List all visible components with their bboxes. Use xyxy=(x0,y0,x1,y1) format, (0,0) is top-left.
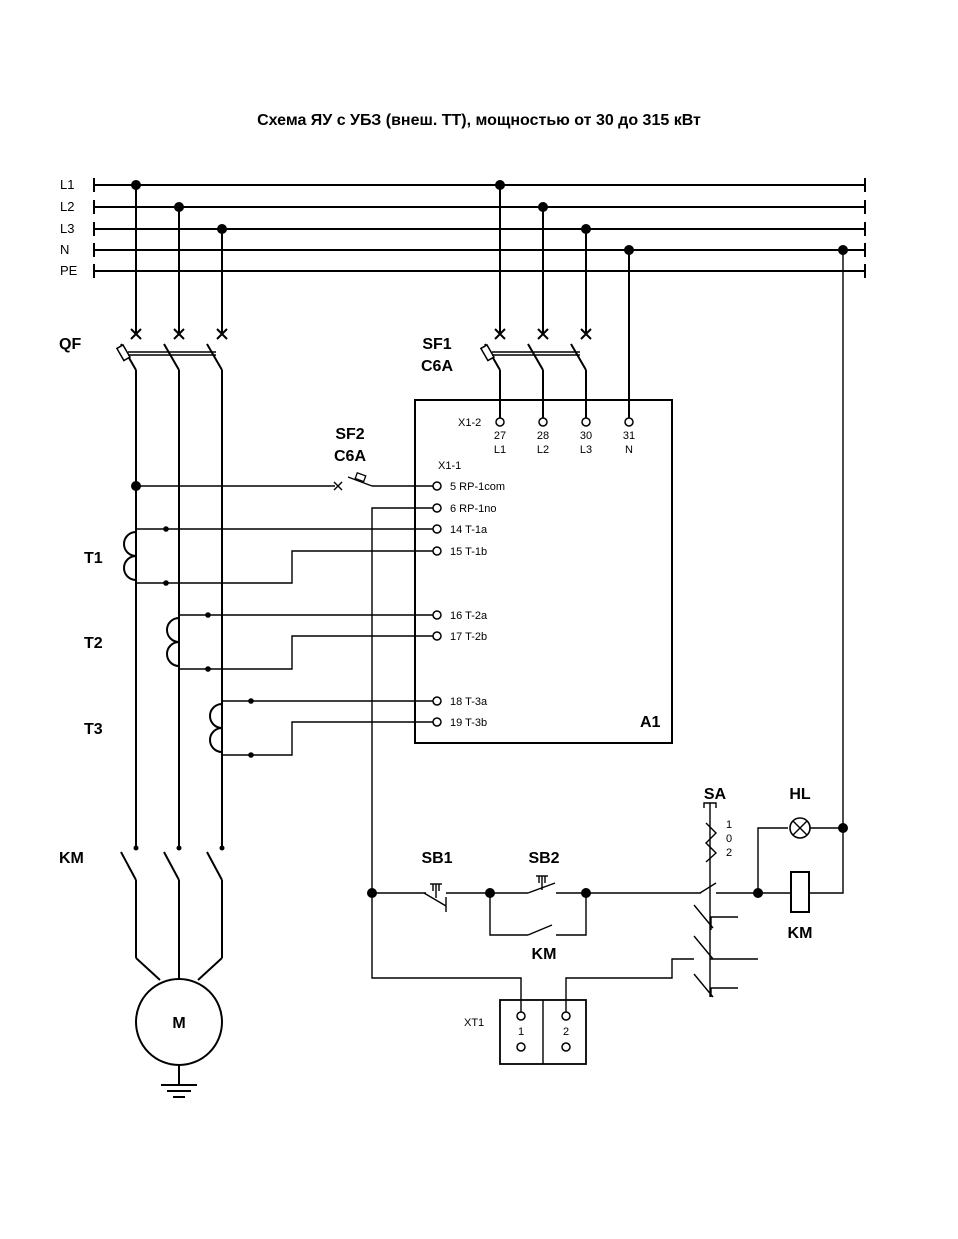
hl-label: HL xyxy=(789,786,811,803)
ct-secondary-wiring xyxy=(166,528,433,756)
bus-label-l2: L2 xyxy=(60,199,74,214)
a1-terminal-14: 14 T-1a xyxy=(450,524,488,536)
a1-terminal-16: 16 T-2a xyxy=(450,610,488,622)
a1-terminal-17: 17 T-2b xyxy=(450,631,487,643)
qf-label: QF xyxy=(59,336,81,353)
a1-terminal-19: 19 T-3b xyxy=(450,717,487,729)
a1-top-terminal-27-name: L1 xyxy=(494,444,506,456)
x12-label: X1-2 xyxy=(458,417,481,429)
a1-top-terminal-31-num: 31 xyxy=(623,430,635,442)
t1-label: T1 xyxy=(84,550,103,567)
sf1-rating: C6A xyxy=(421,358,453,375)
sf1-breaker-circuit: SF1 C6A xyxy=(421,180,634,418)
sb2-start-button[interactable]: SB2 xyxy=(490,850,586,894)
motor-m: M xyxy=(135,978,223,1098)
t3-label: T3 xyxy=(84,721,103,738)
a1-top-terminal-28-name: L2 xyxy=(537,444,549,456)
qf-breaker: QF xyxy=(59,328,228,371)
control-circuit: SB1 SB2 KM xyxy=(367,245,848,1016)
a1-top-terminal-27-num: 27 xyxy=(494,430,506,442)
bus-bars: L1 L2 L3 N PE xyxy=(60,177,866,278)
sf1-label: SF1 xyxy=(422,336,451,353)
current-transformer-t2: T2 xyxy=(84,612,211,672)
power-circuit: QF T1 T2 xyxy=(59,180,254,1098)
sf2-rating: C6A xyxy=(334,448,366,465)
a1-top-terminal-31-name: N xyxy=(625,444,633,456)
a1-terminal-6: 6 RP-1no xyxy=(450,503,496,515)
bus-label-n: N xyxy=(60,242,69,257)
x11-label: X1-1 xyxy=(438,460,461,472)
sa-pos-2: 2 xyxy=(726,847,732,859)
sf2-breaker: SF2 C6A xyxy=(136,426,433,491)
t2-label: T2 xyxy=(84,635,103,652)
bus-label-pe: PE xyxy=(60,263,78,278)
bus-label-l3: L3 xyxy=(60,221,74,236)
xt1-label: XT1 xyxy=(464,1017,484,1029)
km-coil: KM xyxy=(758,828,844,942)
xt1-terminal-block: 1 2 XT1 xyxy=(464,999,587,1065)
km-hold-contact: KM xyxy=(489,893,587,963)
a1-top-terminal-30-num: 30 xyxy=(580,430,592,442)
diagram-title: Схема ЯУ с УБЗ (внеш. ТТ), мощностью от … xyxy=(257,112,701,129)
sb2-label: SB2 xyxy=(528,850,559,867)
sa-pos-1: 1 xyxy=(726,819,732,831)
sa-selector-switch[interactable]: SA 1 0 2 xyxy=(565,786,758,1016)
a1-top-terminal-28-num: 28 xyxy=(537,430,549,442)
current-transformer-t1: T1 xyxy=(84,526,169,586)
xt1-terminal-2: 2 xyxy=(563,1026,569,1038)
sb1-label: SB1 xyxy=(421,850,452,867)
hl-signal-lamp: HL xyxy=(789,786,811,839)
km-contactor-main: KM xyxy=(59,845,225,881)
km-hold-label: KM xyxy=(532,946,557,963)
a1-terminal-18: 18 T-3a xyxy=(450,696,488,708)
sa-label: SA xyxy=(704,786,727,803)
sa-pos-0: 0 xyxy=(726,833,732,845)
km-coil-label: KM xyxy=(788,925,813,942)
a1-terminal-15: 15 T-1b xyxy=(450,546,487,558)
a1-label: A1 xyxy=(640,714,661,731)
current-transformer-t3: T3 xyxy=(84,698,254,758)
a1-protection-unit: A1 X1-2 X1-1 27 L1 28 L2 30 L3 31 N 5 RP… xyxy=(414,399,673,744)
xt1-terminal-1: 1 xyxy=(518,1026,524,1038)
sf2-label: SF2 xyxy=(335,426,364,443)
sb1-stop-button[interactable]: SB1 xyxy=(421,850,453,912)
bus-label-l1: L1 xyxy=(60,177,74,192)
km-main-label: KM xyxy=(59,850,84,867)
a1-terminal-5: 5 RP-1com xyxy=(450,481,505,493)
motor-label: M xyxy=(172,1015,185,1032)
a1-top-terminal-30-name: L3 xyxy=(580,444,592,456)
